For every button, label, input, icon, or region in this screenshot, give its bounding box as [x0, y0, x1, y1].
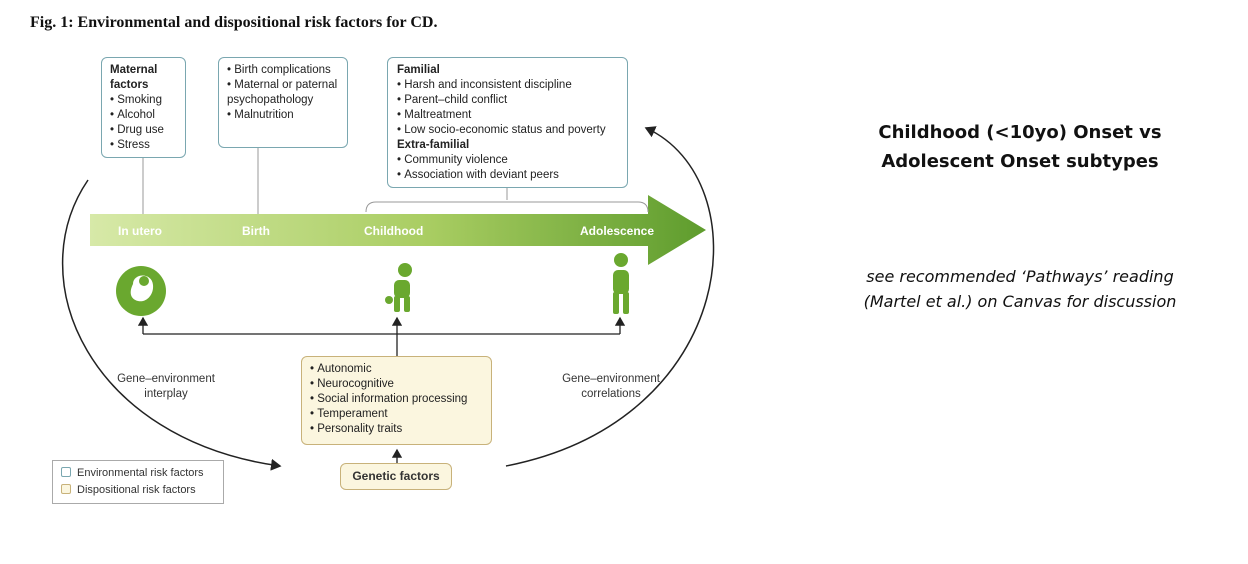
stage-childhood: Childhood: [364, 224, 424, 238]
familial-heading: Familial: [397, 64, 440, 76]
extra-familial-item: Association with deviant peers: [397, 168, 618, 183]
env-swatch: [61, 467, 71, 477]
birth-factors-box: Birth complications Maternal or paternal…: [218, 57, 348, 148]
familial-item: Maltreatment: [397, 108, 618, 123]
birth-item: Malnutrition: [227, 108, 339, 123]
child-icon: [385, 263, 412, 312]
maternal-heading: Maternal factors: [110, 64, 158, 91]
legend-env-row: Environmental risk factors: [61, 465, 215, 482]
dispositional-item: Temperament: [310, 407, 483, 422]
figure-title: Fig. 1: Environmental and dispositional …: [30, 14, 438, 31]
maternal-factors-box: Maternal factors Smoking Alcohol Drug us…: [101, 57, 186, 158]
stage-in-utero: In utero: [118, 224, 162, 238]
dispositional-item: Autonomic: [310, 362, 483, 377]
side-note: see recommended ‘Pathways’ reading (Mart…: [863, 267, 1177, 311]
birth-item: Maternal or paternal psychopathology: [227, 78, 339, 108]
dispositional-item: Personality traits: [310, 422, 483, 437]
familial-item: Harsh and inconsistent discipline: [397, 78, 618, 93]
familial-factors-box: Familial Harsh and inconsistent discipli…: [387, 57, 628, 188]
stage-adolescence: Adolescence: [580, 224, 655, 238]
stage-birth: Birth: [242, 224, 270, 238]
timeline-arrow: [90, 195, 706, 265]
legend-disp-row: Dispositional risk factors: [61, 482, 215, 499]
childhood-bracket: [365, 201, 649, 213]
dispositional-item: Social information processing: [310, 392, 483, 407]
dispositional-item: Neurocognitive: [310, 377, 483, 392]
disp-swatch: [61, 484, 71, 494]
extra-familial-item: Community violence: [397, 153, 618, 168]
familial-item: Low socio-economic status and poverty: [397, 123, 618, 138]
familial-item: Parent–child conflict: [397, 93, 618, 108]
maternal-item: Drug use: [110, 123, 177, 138]
side-title: Childhood (<10yo) Onset vs Adolescent On…: [878, 122, 1162, 172]
birth-item: Birth complications: [227, 63, 339, 78]
maternal-item: Alcohol: [110, 108, 177, 123]
maternal-item: Smoking: [110, 93, 177, 108]
maternal-item: Stress: [110, 138, 177, 153]
right-arc: [505, 126, 715, 467]
extra-familial-heading: Extra-familial: [397, 139, 470, 151]
left-arc-label: Gene–environment interplay: [117, 373, 215, 400]
adolescent-icon: [613, 253, 629, 314]
genetic-factors-box: Genetic factors: [340, 463, 452, 490]
legend-disp-label: Dispositional risk factors: [77, 484, 196, 496]
fetus-icon: [116, 266, 166, 316]
right-arc-label: Gene–environment correlations: [562, 373, 660, 400]
left-arc: [61, 179, 282, 471]
legend-env-label: Environmental risk factors: [77, 467, 204, 479]
legend: Environmental risk factors Dispositional…: [52, 460, 224, 504]
dispositional-factors-box: Autonomic Neurocognitive Social informat…: [301, 356, 492, 445]
